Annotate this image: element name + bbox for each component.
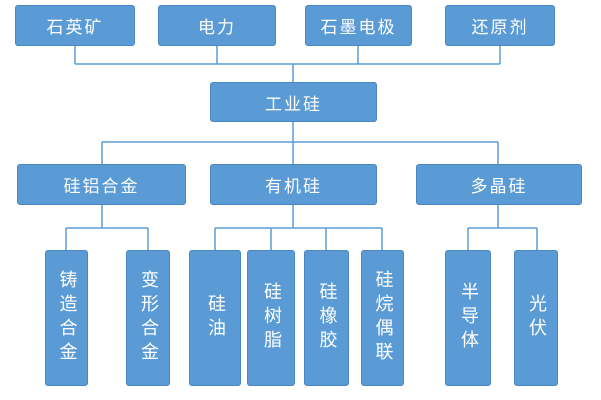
leaf-box-1-1: 铸造合金	[45, 250, 88, 386]
branch-box-3: 多晶硅	[416, 164, 582, 205]
branch-box-2: 有机硅	[210, 164, 377, 205]
leaf-box-3-1: 半导体	[445, 250, 491, 386]
branch-box-1: 硅铝合金	[17, 164, 186, 205]
leaf-box-2-3: 硅橡胶	[304, 250, 349, 386]
center-box: 工业硅	[210, 82, 377, 122]
raw-material-box-3: 石墨电极	[305, 5, 412, 46]
leaf-box-2-1: 硅油	[189, 250, 241, 386]
raw-material-box-2: 电力	[158, 5, 276, 46]
leaf-box-3-2: 光伏	[514, 250, 558, 386]
leaf-box-1-2: 变形合金	[126, 250, 170, 386]
raw-material-box-1: 石英矿	[15, 5, 135, 46]
leaf-box-2-4: 硅烷偶联	[361, 250, 404, 386]
raw-material-box-4: 还原剂	[445, 5, 555, 46]
leaf-box-2-2: 硅树脂	[247, 250, 295, 386]
